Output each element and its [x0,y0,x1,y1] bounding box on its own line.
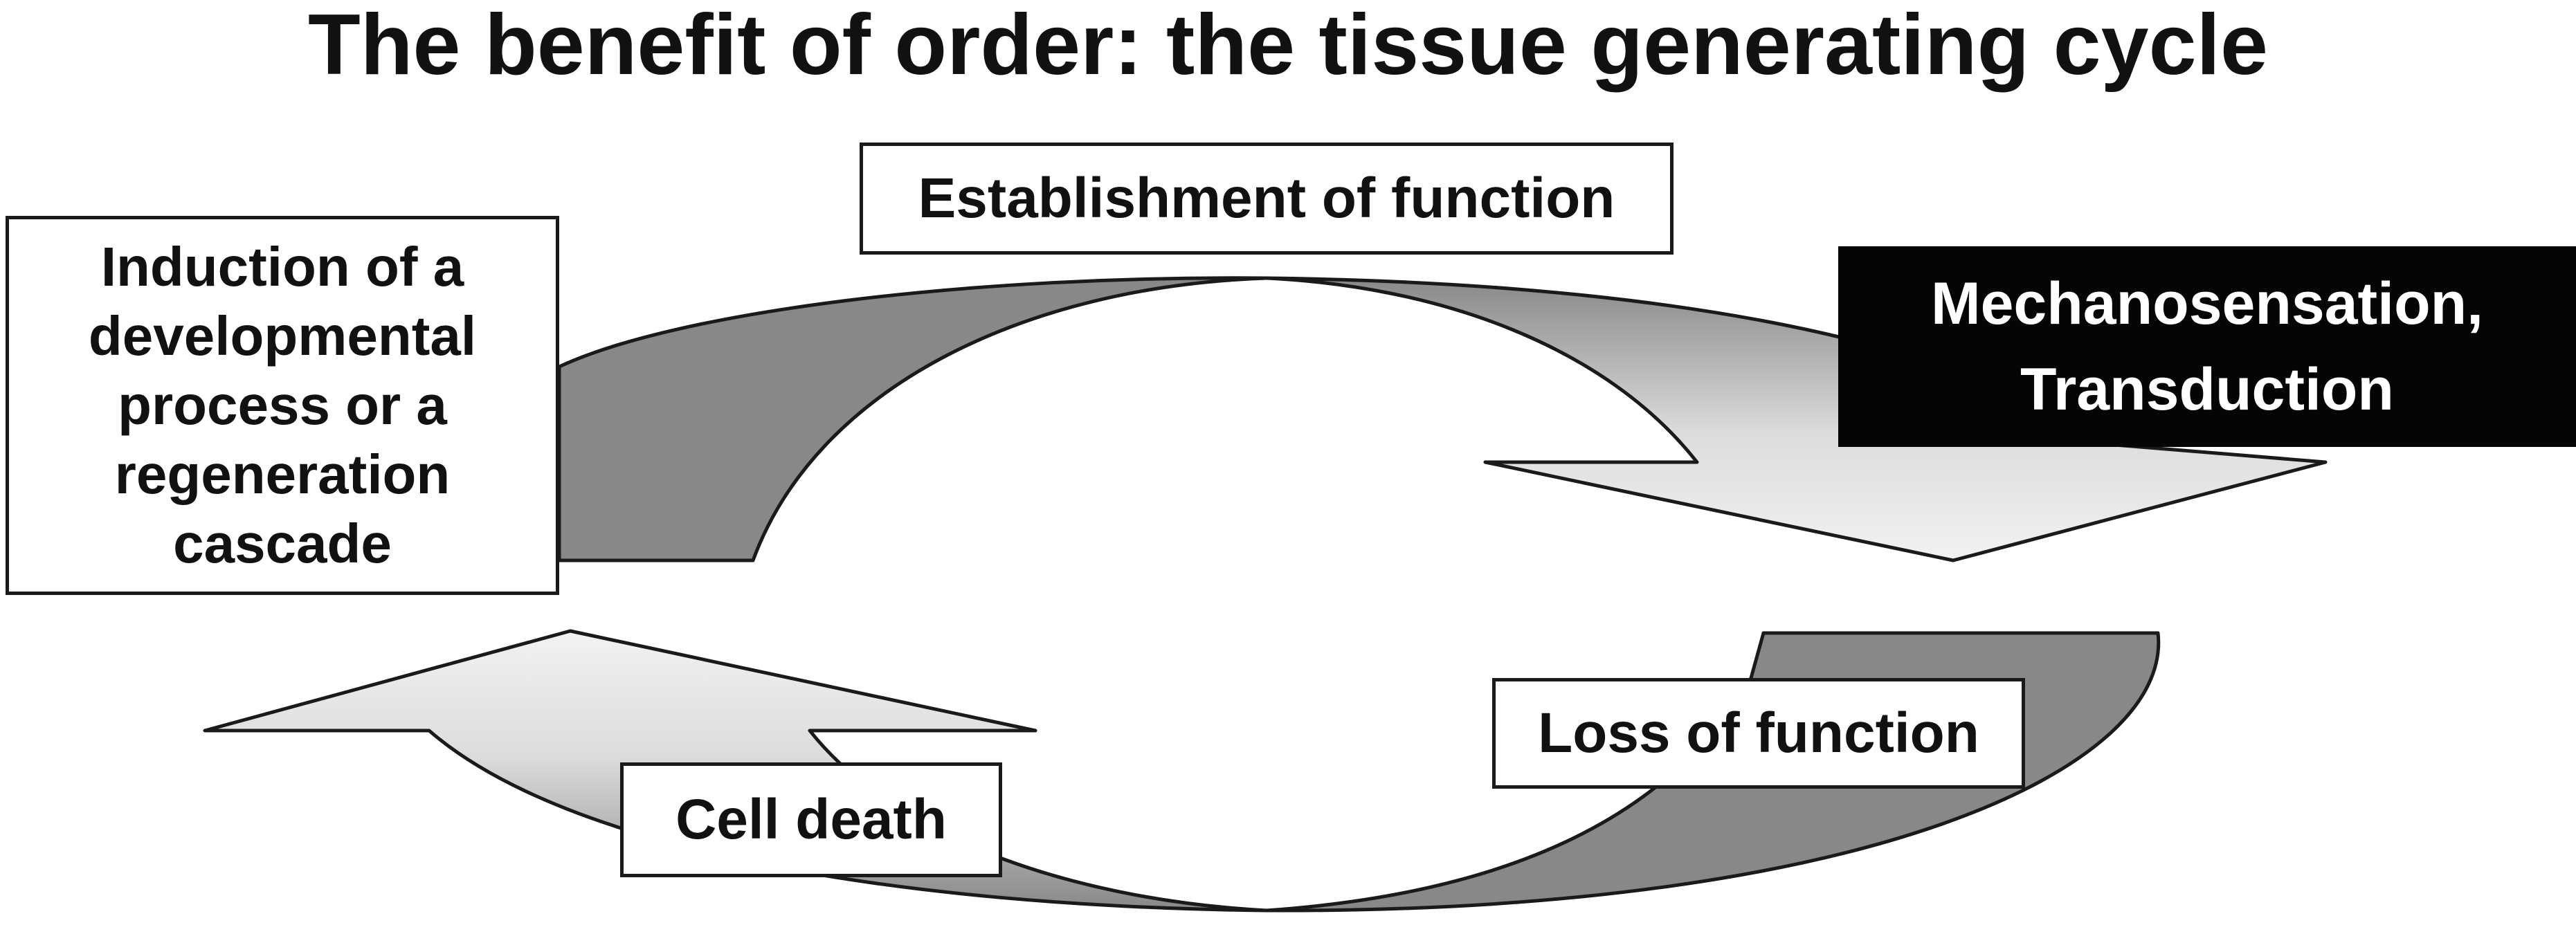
label-induction: Induction of a developmental process or … [6,216,559,595]
label-loss-of-function: Loss of function [1492,678,2025,789]
label-text: Induction of a developmental process or … [88,236,477,574]
label-text: Establishment of function [918,167,1615,230]
arrow-band-top-left [557,276,1269,562]
diagram-title: The benefit of order: the tissue generat… [308,0,2268,93]
label-text: Loss of function [1538,702,1979,764]
label-text: Cell death [675,788,947,851]
label-mechanosensation: Mechanosensation, Transduction [1838,246,2576,447]
label-text: Mechanosensation, Transduction [1930,271,2484,423]
label-cell-death: Cell death [620,762,1002,877]
label-establishment-of-function: Establishment of function [860,143,1674,255]
